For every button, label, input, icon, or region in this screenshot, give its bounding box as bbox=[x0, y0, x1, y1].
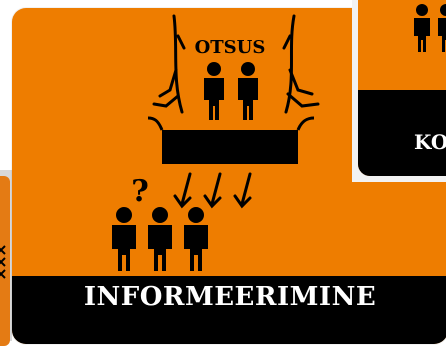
second-card-title: KO bbox=[414, 130, 446, 154]
otsus-label: OTSUS bbox=[195, 37, 266, 58]
people-pair-icon bbox=[410, 0, 446, 56]
roots-right-icon bbox=[284, 16, 318, 112]
left-card-emblem-icon bbox=[0, 244, 7, 280]
arrow-down-icon bbox=[175, 174, 250, 206]
decision-makers-icon bbox=[204, 62, 258, 120]
second-card[interactable]: KO bbox=[358, 0, 446, 176]
card-title: INFORMEERIMINE bbox=[12, 282, 446, 312]
people-group-icon bbox=[112, 207, 208, 271]
roots-left-icon bbox=[154, 16, 184, 112]
decision-table-icon bbox=[162, 130, 298, 164]
second-card-wrapper: KO bbox=[352, 0, 446, 182]
question-mark-icon: ? bbox=[131, 174, 149, 209]
